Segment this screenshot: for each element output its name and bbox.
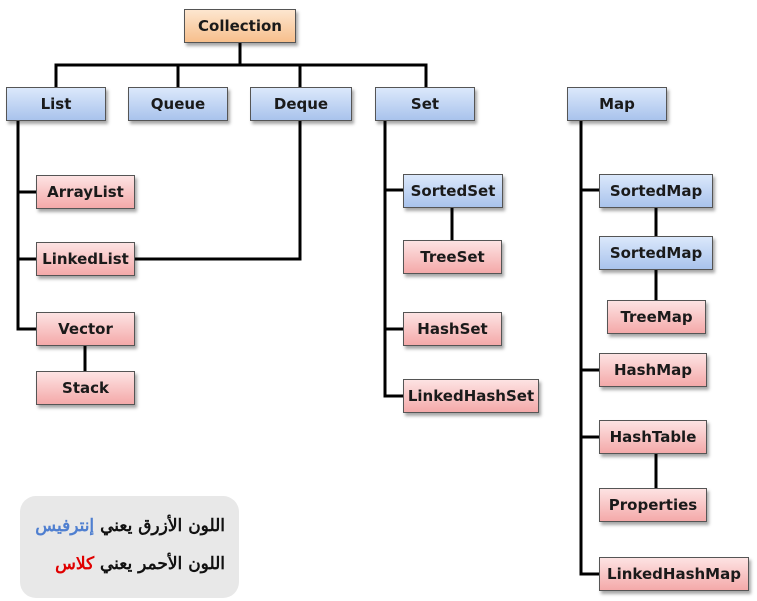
queue-interface-node: Queue <box>128 87 228 121</box>
set-interface-node: Set <box>375 87 475 121</box>
collection-node: Collection <box>184 9 296 43</box>
legend-interface-row: اللون الأزرق يعني إنترفيس <box>35 516 225 536</box>
legend-class-row: اللون الأحمر يعني كلاس <box>36 554 225 574</box>
sortedmap-interface-node-2: SortedMap <box>599 236 713 270</box>
list-interface-node: List <box>6 87 106 121</box>
treemap-class-node: TreeMap <box>607 300 706 334</box>
hashset-class-node: HashSet <box>403 312 502 346</box>
map-interface-node: Map <box>567 87 667 121</box>
hashmap-class-node: HashMap <box>599 353 707 387</box>
legend-class-term: كلاس <box>55 554 95 574</box>
sortedset-interface-node: SortedSet <box>403 174 503 208</box>
linkedlist-class-node: LinkedList <box>36 242 135 276</box>
legend-class-text: اللون الأحمر يعني <box>99 554 225 574</box>
hashtable-class-node: HashTable <box>599 420 707 454</box>
legend-interface-text: اللون الأزرق يعني <box>100 516 225 536</box>
color-legend: اللون الأزرق يعني إنترفيس اللون الأحمر ي… <box>20 496 239 598</box>
linkedhashmap-class-node: LinkedHashMap <box>599 557 749 591</box>
arraylist-class-node: ArrayList <box>36 175 135 209</box>
linkedhashset-class-node: LinkedHashSet <box>403 379 539 413</box>
properties-class-node: Properties <box>599 488 707 522</box>
stack-class-node: Stack <box>36 371 135 405</box>
vector-class-node: Vector <box>36 312 135 346</box>
sortedmap-interface-node: SortedMap <box>599 174 713 208</box>
treeset-class-node: TreeSet <box>403 240 502 274</box>
deque-interface-node: Deque <box>250 87 352 121</box>
legend-interface-term: إنترفيس <box>35 516 95 536</box>
